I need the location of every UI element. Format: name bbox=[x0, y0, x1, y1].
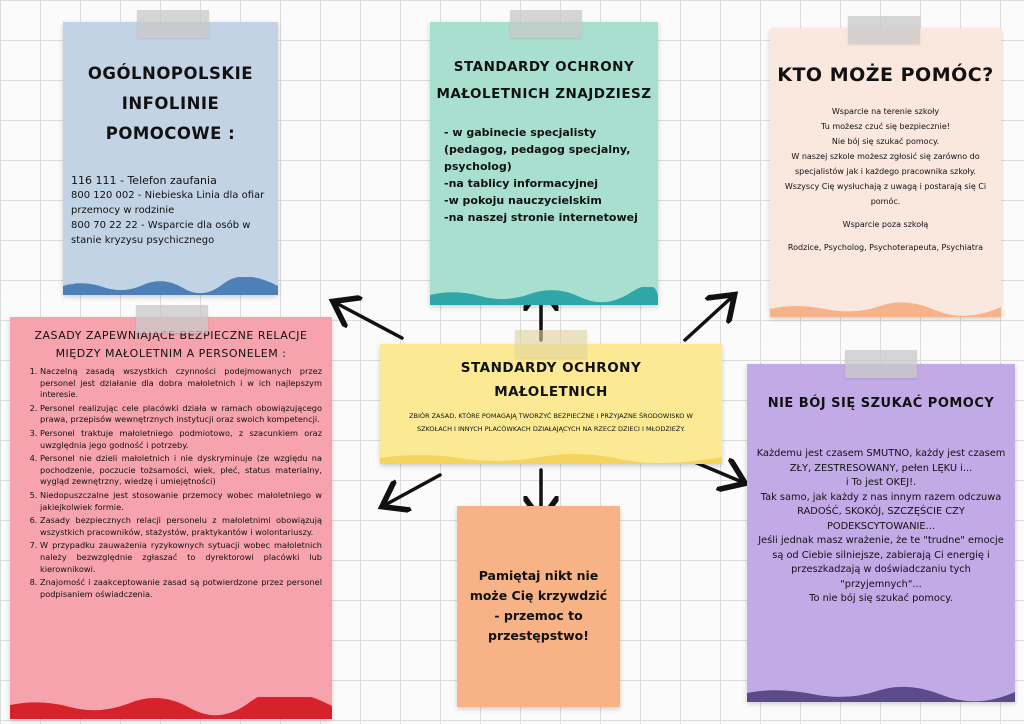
rule-item: Niedopuszczalne jest stosowanie przemocy… bbox=[40, 490, 322, 513]
torn-edge bbox=[380, 453, 722, 464]
outside-support-heading: Wsparcie poza szkołą bbox=[842, 220, 929, 229]
who-helps-line: W naszej szkole możesz zgłosić się zarów… bbox=[784, 152, 987, 206]
rule-item: Znajomość i zaakceptowanie zasad są potw… bbox=[40, 577, 322, 600]
center-card: STANDARDY OCHRONY MAŁOLETNICH ZBIÓR ZASA… bbox=[380, 330, 722, 464]
locations-title: STANDARDY OCHRONY MAŁOLETNICH ZNAJDZIESZ bbox=[436, 59, 652, 102]
school-support-heading: Wsparcie na terenie szkoły bbox=[831, 107, 940, 116]
dont-fear-body: Każdemu jest czasem SMUTNO, każdy jest c… bbox=[755, 447, 1007, 607]
rule-item: W przypadku zauważenia ryzykownych sytua… bbox=[40, 540, 322, 575]
infolines-title: OGÓLNOPOLSKIE INFOLINIE POMOCOWE : bbox=[87, 64, 254, 143]
tape bbox=[137, 10, 209, 38]
dont-fear-paragraph: Tak samo, jak każdy z nas innym razem od… bbox=[760, 491, 1002, 532]
rules-list: Naczelną zasadą wszystkich czynności pod… bbox=[18, 366, 322, 600]
locations-list: - w gabinecie specjalisty (pedagog, peda… bbox=[444, 124, 650, 226]
who-helps-line: Tu możesz czuć się bezpiecznie! bbox=[821, 122, 950, 131]
tape bbox=[515, 330, 587, 358]
locations-card: STANDARDY OCHRONY MAŁOLETNICH ZNAJDZIESZ… bbox=[430, 10, 658, 305]
infoline-item: 800 120 002 - Niebieska Linia dla ofiar … bbox=[71, 190, 265, 216]
dont-fear-paragraph: i To jest OKEJ!. bbox=[845, 477, 917, 488]
arrow-to-rules bbox=[385, 473, 442, 505]
dont-fear-card: NIE BÓJ SIĘ SZUKAĆ POMOCY Każdemu jest c… bbox=[747, 350, 1015, 702]
tape bbox=[136, 305, 208, 333]
torn-edge bbox=[770, 302, 1001, 317]
infoline-item: 800 70 22 22 - Wsparcie dla osób w stani… bbox=[71, 220, 251, 246]
location-item: -na naszej stronie internetowej bbox=[444, 211, 638, 224]
tape bbox=[848, 16, 920, 44]
rule-item: Personel realizując cele placówki działa… bbox=[40, 403, 322, 426]
dont-fear-paragraph: Każdemu jest czasem SMUTNO, każdy jest c… bbox=[756, 448, 1006, 474]
dont-fear-paragraph: To nie bój się szukać pomocy. bbox=[809, 593, 953, 604]
rules-card: ZASADY ZAPEWNIAJĄCE BEZPIECZNE RELACJE M… bbox=[10, 305, 332, 719]
dont-fear-paragraph: Jeśli jednak masz wrażenie, że te "trudn… bbox=[758, 535, 1004, 590]
center-title: STANDARDY OCHRONY MAŁOLETNICH bbox=[460, 360, 642, 400]
nobody-hurt-card: Pamiętaj nikt nie może Cię krzywdzić - p… bbox=[457, 506, 620, 707]
rules-title: ZASADY ZAPEWNIAJĄCE BEZPIECZNE RELACJE M… bbox=[34, 329, 308, 360]
tape bbox=[510, 10, 582, 38]
who-helps-body: Wsparcie na terenie szkoły Tu możesz czu… bbox=[780, 104, 991, 255]
infoline-item: 116 111 - Telefon zaufania bbox=[71, 174, 217, 187]
infolines-card: OGÓLNOPOLSKIE INFOLINIE POMOCOWE : 116 1… bbox=[63, 10, 278, 295]
dont-fear-title: NIE BÓJ SIĘ SZUKAĆ POMOCY bbox=[767, 396, 995, 411]
location-item: -w pokoju nauczycielskim bbox=[444, 194, 602, 207]
tape bbox=[845, 350, 917, 378]
location-item: -na tablicy informacyjnej bbox=[444, 177, 599, 190]
torn-edge bbox=[63, 277, 278, 295]
who-helps-line: Nie bój się szukać pomocy. bbox=[831, 137, 940, 146]
outside-support-text: Rodzice, Psycholog, Psychoterapeuta, Psy… bbox=[787, 243, 984, 252]
torn-edge bbox=[747, 686, 1015, 702]
location-item: - w gabinecie specjalisty (pedagog, peda… bbox=[444, 126, 631, 173]
center-description: ZBIÓR ZASAD, KTÓRE POMAGAJĄ TWORZYĆ BEZP… bbox=[409, 412, 693, 433]
arrow-to-who-helps bbox=[683, 297, 732, 342]
arrow-to-infolines bbox=[336, 303, 404, 340]
torn-edge bbox=[430, 287, 658, 305]
rule-item: Zasady bezpiecznych relacji personelu z … bbox=[40, 515, 322, 538]
torn-edge bbox=[10, 697, 332, 719]
nobody-hurt-text: Pamiętaj nikt nie może Cię krzywdzić - p… bbox=[469, 568, 608, 643]
rule-item: Personel nie dzieli małoletnich i nie dy… bbox=[40, 453, 322, 488]
rule-item: Naczelną zasadą wszystkich czynności pod… bbox=[40, 366, 322, 401]
who-helps-title: KTO MOŻE POMÓC? bbox=[777, 64, 994, 86]
infolines-list: 116 111 - Telefon zaufania 800 120 002 -… bbox=[71, 173, 270, 248]
who-helps-card: KTO MOŻE POMÓC? Wsparcie na terenie szko… bbox=[770, 16, 1001, 317]
rule-item: Personel traktuje małoletniego podmiotow… bbox=[40, 428, 322, 451]
